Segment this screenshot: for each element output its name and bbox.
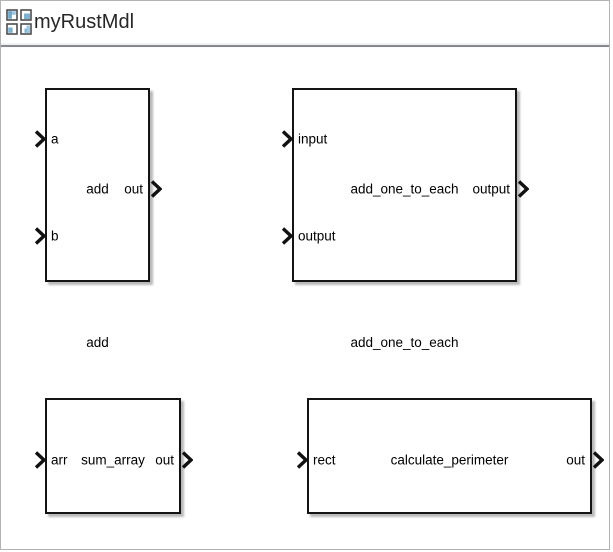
model-title: myRustMdl — [34, 10, 135, 33]
input-port-label: b — [51, 228, 59, 244]
block-name-label: calculate_perimeter — [390, 452, 509, 468]
model-titlebar: myRustMdl — [1, 1, 609, 43]
output-port-label: out — [155, 452, 174, 468]
output-port-icon[interactable] — [592, 451, 604, 470]
titlebar-divider — [1, 43, 609, 48]
output-port-icon[interactable] — [181, 451, 193, 470]
input-port-icon[interactable] — [281, 227, 293, 245]
input-port-icon[interactable] — [34, 451, 46, 470]
input-port-icon[interactable] — [34, 227, 46, 245]
input-port-label: input — [298, 131, 328, 147]
output-port-label: out — [566, 452, 585, 468]
input-port-label: output — [298, 228, 336, 244]
block-name-label: sum_array — [81, 452, 145, 468]
block-calculate-perimeter[interactable]: rect calculate_perimeter out — [296, 398, 604, 514]
block-add-one-to-each[interactable]: input output add_one_to_each output — [281, 88, 529, 282]
output-port-label: out — [124, 181, 143, 197]
input-port-icon[interactable] — [34, 130, 46, 148]
block-sum-array[interactable]: arr sum_array out — [34, 398, 193, 514]
block-caption: add — [86, 335, 109, 350]
block-name-label: add_one_to_each — [350, 181, 459, 197]
block-add[interactable]: a b add out — [34, 88, 162, 282]
input-port-label: a — [51, 131, 59, 147]
input-port-label: rect — [313, 452, 336, 468]
output-port-icon[interactable] — [150, 180, 162, 198]
simulink-model-icon — [6, 9, 32, 35]
block-name-label: add — [86, 181, 109, 197]
input-port-icon[interactable] — [296, 451, 308, 470]
model-canvas[interactable]: a b add out add input output add_one_to_… — [2, 48, 608, 548]
output-port-icon[interactable] — [517, 180, 529, 198]
output-port-label: output — [472, 181, 510, 197]
input-port-label: arr — [51, 452, 68, 468]
block-caption: add_one_to_each — [350, 335, 459, 350]
input-port-icon[interactable] — [281, 130, 293, 148]
